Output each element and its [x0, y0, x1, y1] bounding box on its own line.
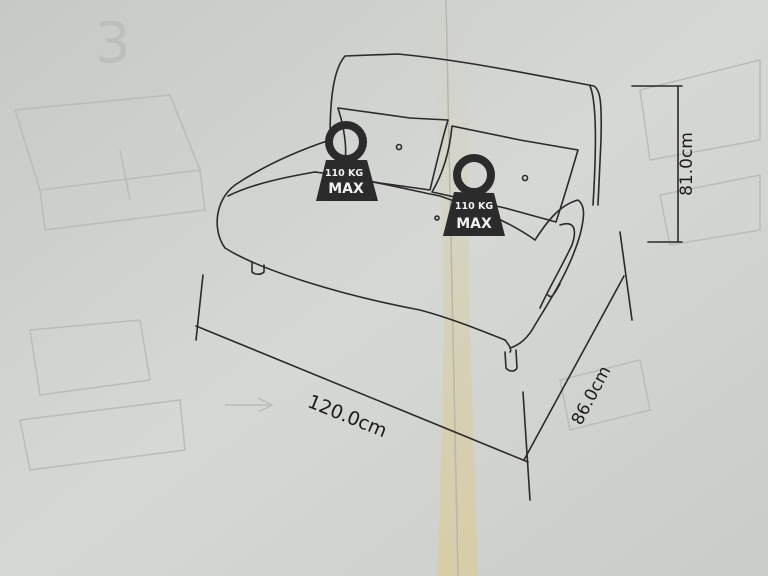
cushion-left [337, 107, 449, 191]
sofa-drawing [216, 53, 603, 372]
weight-badge-left: 110 KG MAX [316, 121, 378, 201]
cushion-right-button [521, 174, 529, 182]
weight-badge-right: 110 KG MAX [443, 154, 505, 236]
width-line [195, 325, 529, 463]
paper-fold-line [445, 0, 459, 576]
weight-limit-text: 110 KG [325, 168, 363, 179]
cushion-right [431, 125, 579, 223]
cushion-left-button [395, 143, 403, 151]
weight-limit-text: 110 KG [455, 201, 493, 212]
sofa-backrest [329, 53, 603, 206]
weight-max-label: MAX [456, 216, 492, 232]
ghost-sketches [14, 59, 761, 471]
cushions [337, 107, 579, 223]
width-tick-right [522, 391, 531, 501]
depth-tick-right [619, 231, 633, 321]
seat-button [434, 215, 440, 221]
weight-max-label: MAX [328, 181, 364, 197]
depth-line [523, 275, 625, 461]
height-label: 81.0cm [677, 132, 697, 196]
weight-icon [316, 121, 378, 201]
background-step-number: 3 [95, 11, 131, 76]
weight-icon [443, 154, 505, 236]
width-tick-left [195, 274, 204, 341]
dimension-lines [195, 85, 683, 501]
sofa-backrest-edge [589, 85, 597, 206]
